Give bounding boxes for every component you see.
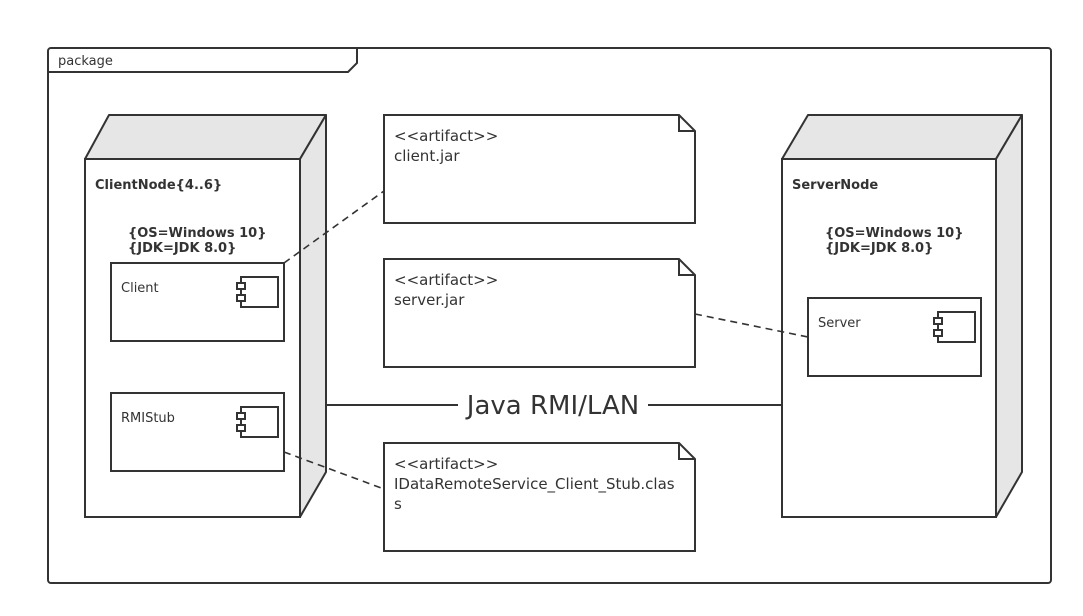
artifact-stereotype: <<artifact>> [394, 271, 498, 289]
communication-path: Java RMI/LAN [327, 391, 782, 421]
server-node-name: ServerNode [792, 178, 878, 193]
artifact-name-line-2: s [394, 495, 402, 513]
client-component[interactable]: Client [110, 262, 285, 342]
server-node-side-face [995, 114, 1023, 518]
client-node-jdk: {JDK=JDK 8.0} [128, 241, 236, 256]
artifact-server-jar[interactable]: <<artifact>> server.jar [383, 258, 696, 368]
artifact-stub-class[interactable]: <<artifact>> IDataRemoteService_Client_S… [383, 442, 696, 552]
component-icon [236, 406, 279, 438]
artifact-name-line-1: IDataRemoteService_Client_Stub.clas [394, 475, 675, 494]
artifact-client-jar[interactable]: <<artifact>> client.jar [383, 114, 696, 224]
artifact-stereotype: <<artifact>> [394, 455, 498, 473]
client-node-name: ClientNode{4..6} [95, 178, 222, 193]
component-icon [236, 276, 279, 308]
note-corner-fold [678, 443, 695, 460]
note-corner-fold [678, 115, 695, 132]
server-component-label: Server [818, 316, 861, 331]
client-node-top-face [84, 114, 327, 160]
package-label: package [58, 54, 113, 69]
server-node-jdk: {JDK=JDK 8.0} [825, 241, 933, 256]
rmistub-component[interactable]: RMIStub [110, 392, 285, 472]
artifact-stereotype: <<artifact>> [394, 127, 498, 145]
rmistub-to-stubclass-anchor [283, 451, 385, 490]
rmistub-component-label: RMIStub [121, 411, 175, 426]
server-node[interactable]: ServerNode {OS=Windows 10} {JDK=JDK 8.0}… [781, 114, 1023, 518]
client-component-label: Client [121, 281, 159, 296]
client-node-side-face [299, 114, 327, 518]
client-node[interactable]: ClientNode{4..6} {OS=Windows 10} {JDK=JD… [84, 114, 327, 518]
artifact-name: client.jar [394, 147, 460, 165]
package-tab [48, 48, 358, 73]
server-node-top-face [781, 114, 1023, 160]
artifact-name: server.jar [394, 291, 465, 309]
component-icon [933, 311, 976, 343]
note-corner-fold [678, 259, 695, 276]
serverjar-to-server-anchor [694, 313, 809, 338]
server-node-os: {OS=Windows 10} [825, 226, 963, 241]
server-component[interactable]: Server [807, 297, 982, 377]
client-node-os: {OS=Windows 10} [128, 226, 266, 241]
connection-label: Java RMI/LAN [465, 391, 639, 421]
client-to-clientjar-anchor [283, 190, 385, 264]
